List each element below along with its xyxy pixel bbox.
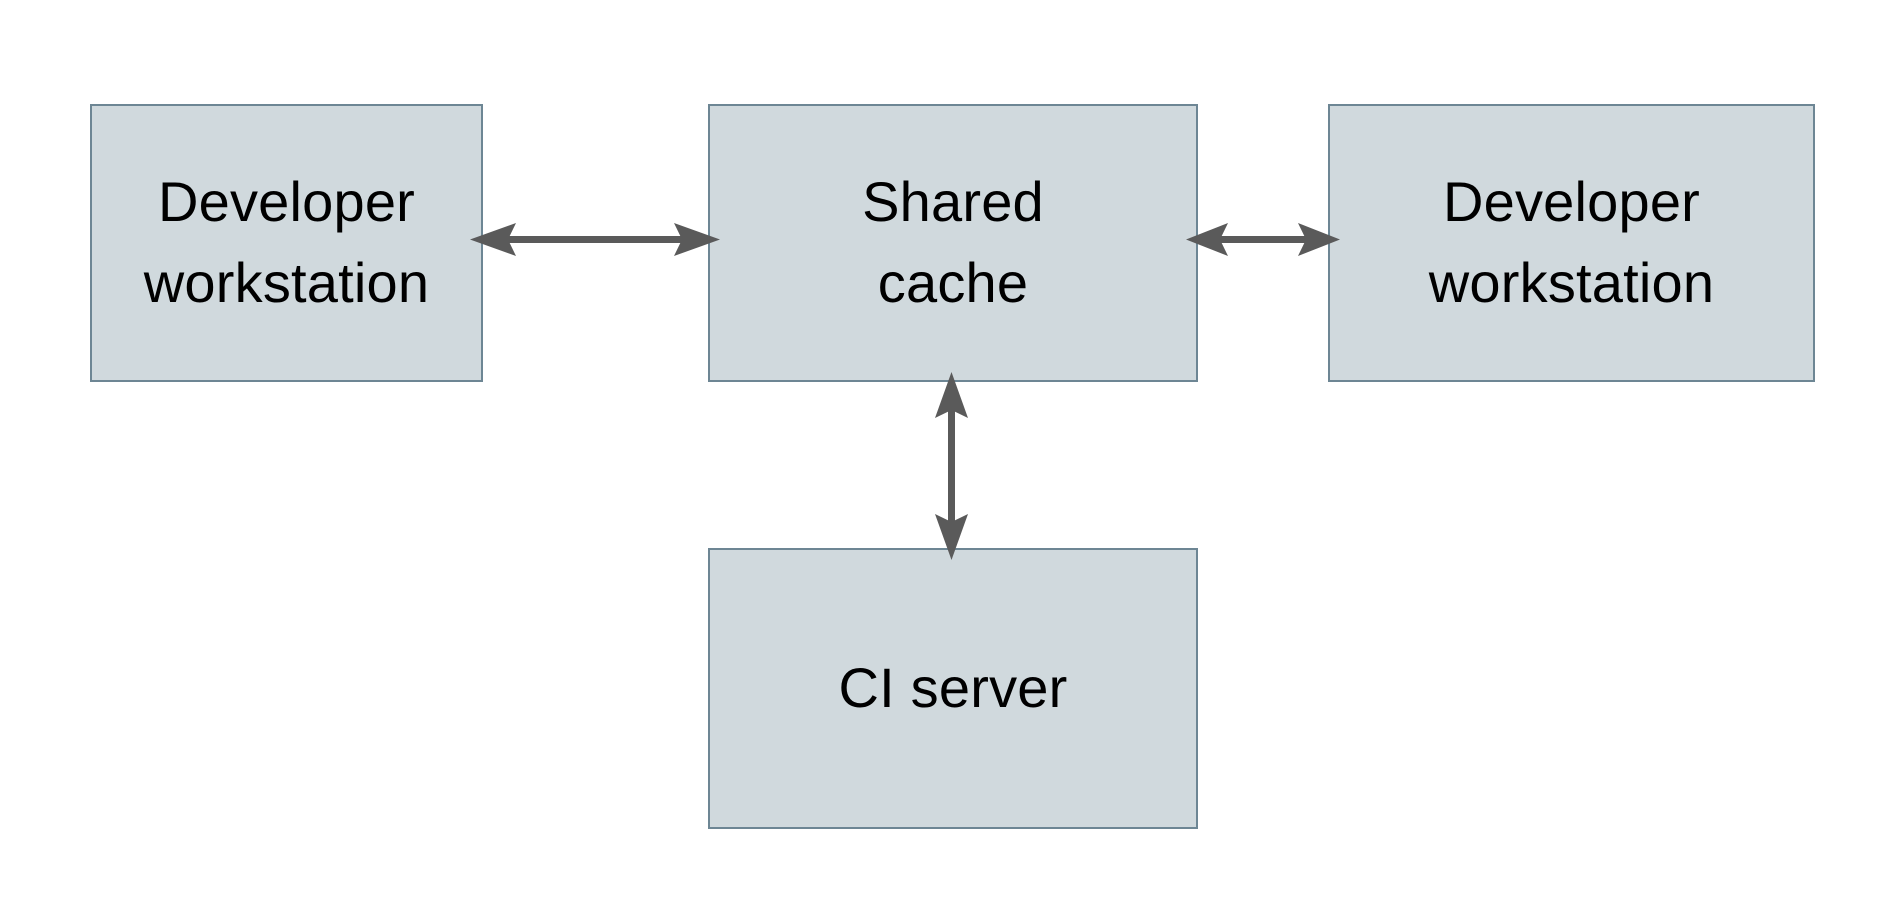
node-label-shared-cache: Shared cache <box>862 170 1044 314</box>
connector-shared-cache-to-developer-right[interactable] <box>1186 210 1340 270</box>
node-label-ci-server: CI server <box>838 656 1068 720</box>
double-arrow-icon <box>935 372 968 560</box>
node-label-developer-workstation-left: Developer workstation <box>143 170 430 314</box>
double-arrow-icon <box>1186 223 1340 256</box>
double-arrow-icon <box>470 223 720 256</box>
node-ci-server[interactable]: CI server <box>708 548 1198 829</box>
connector-shared-cache-to-ci-server[interactable] <box>922 372 982 560</box>
node-shared-cache[interactable]: Shared cache <box>708 104 1198 382</box>
node-developer-workstation-right[interactable]: Developer workstation <box>1328 104 1815 382</box>
node-label-developer-workstation-right: Developer workstation <box>1428 170 1715 314</box>
node-developer-workstation-left[interactable]: Developer workstation <box>90 104 483 382</box>
connector-developer-left-to-shared-cache[interactable] <box>470 210 720 270</box>
